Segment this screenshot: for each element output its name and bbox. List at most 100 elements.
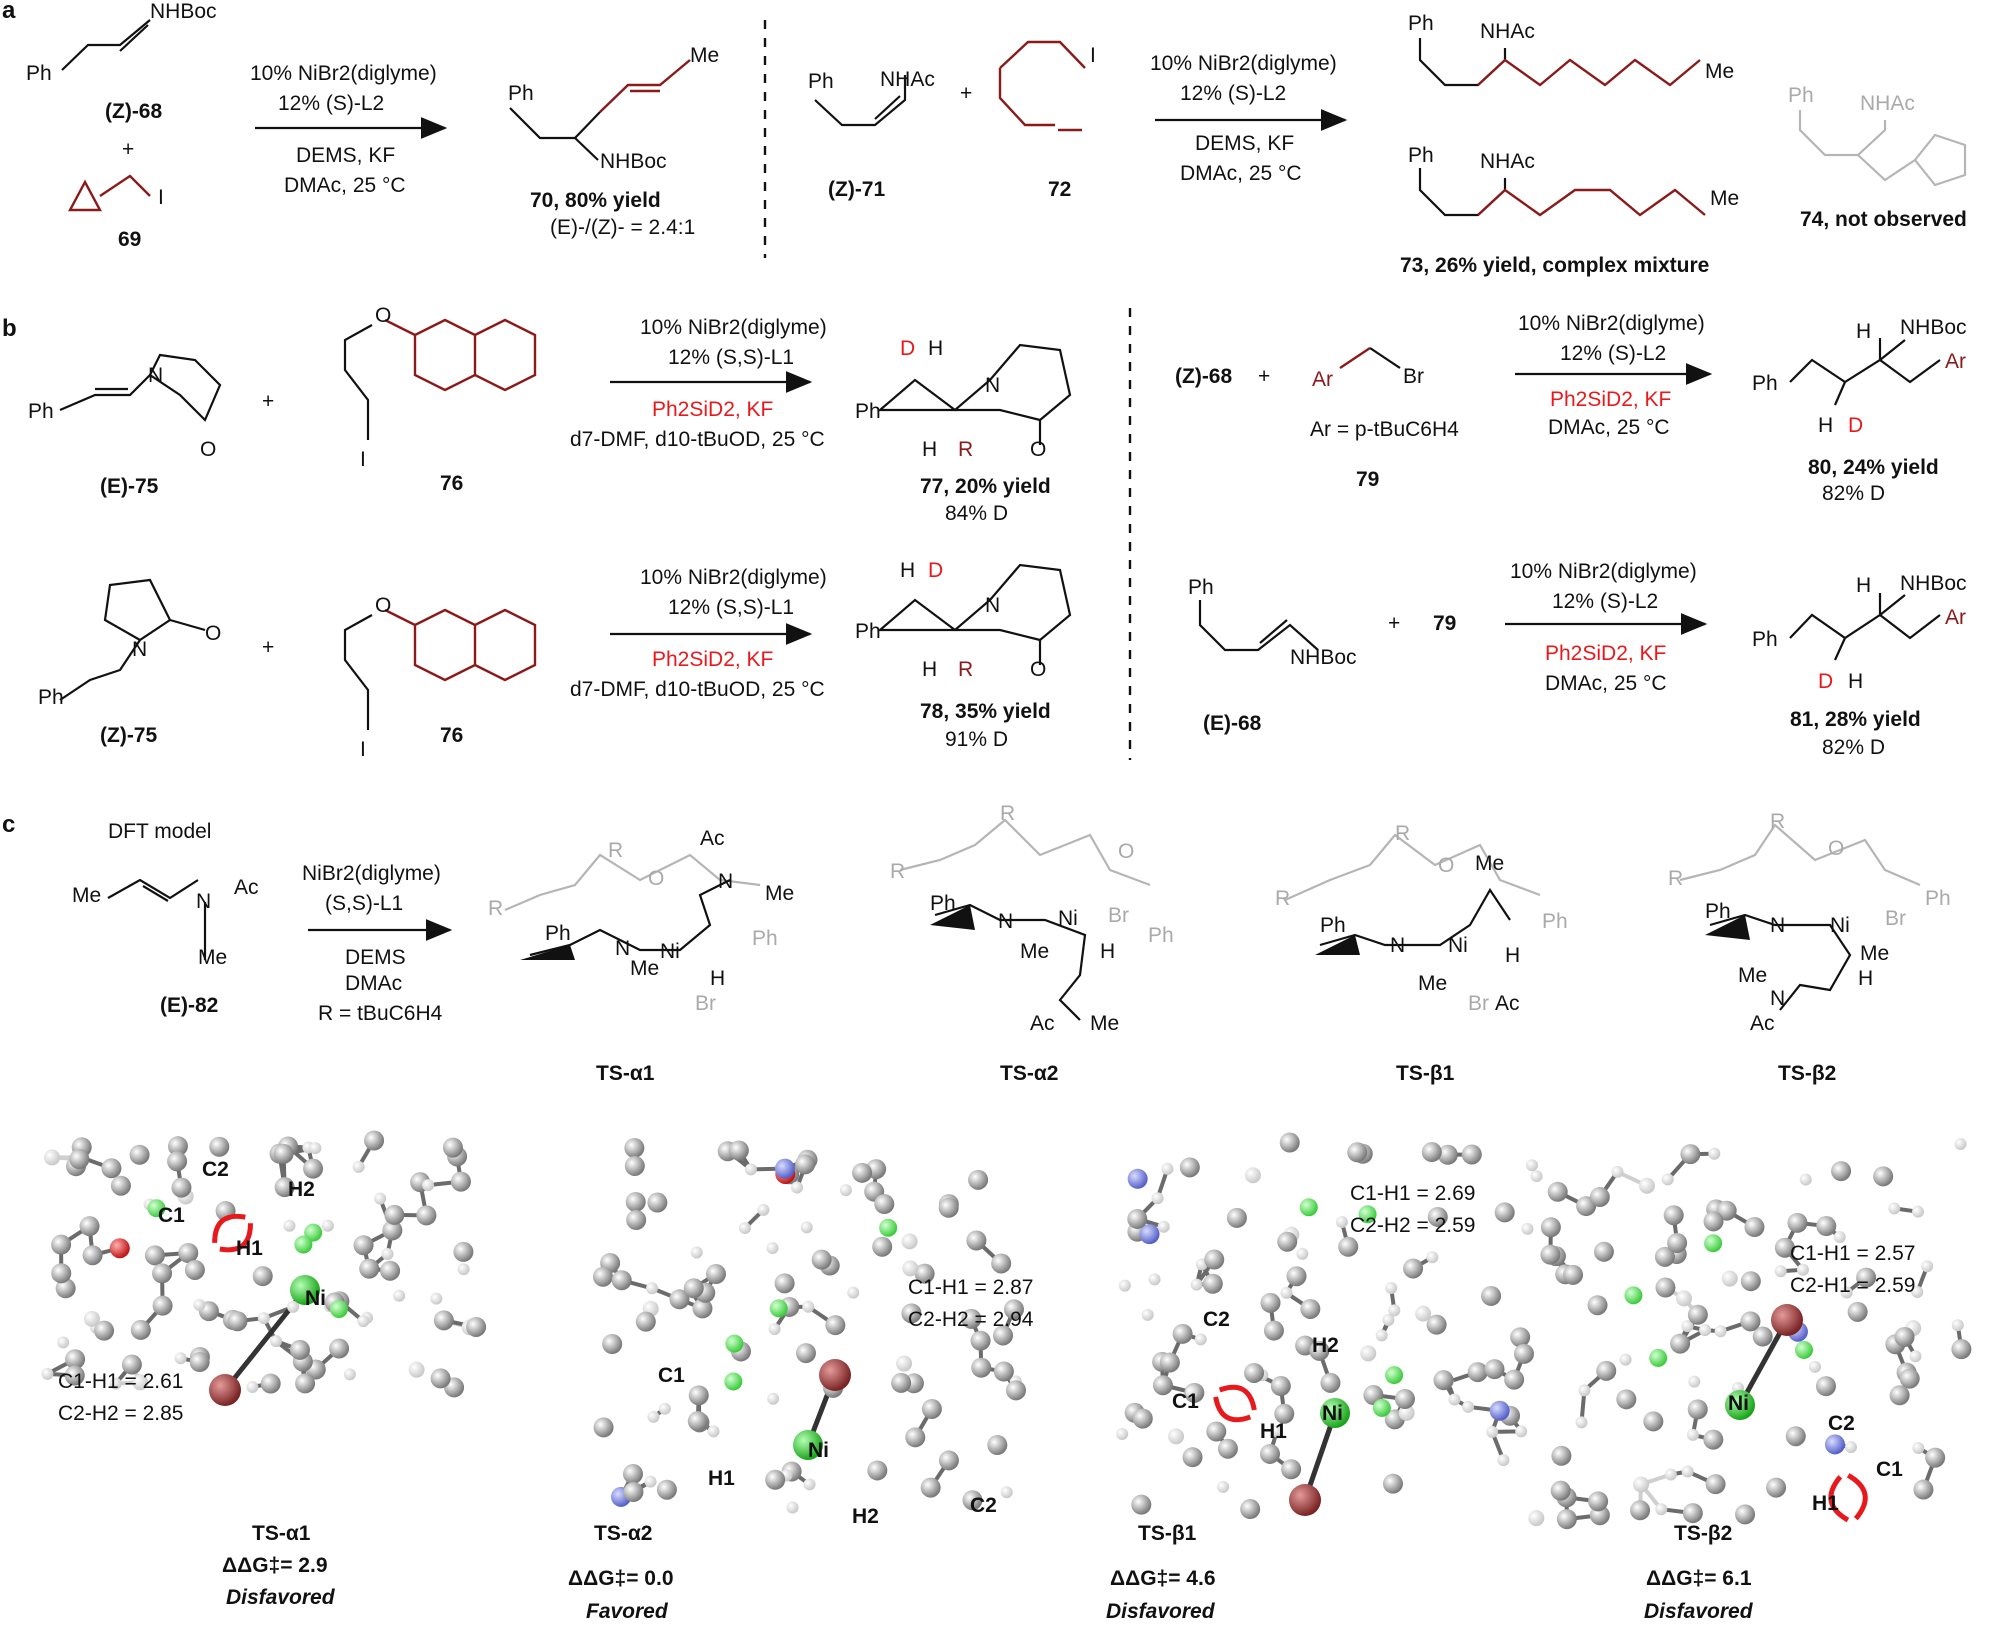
plus-b1: +: [262, 390, 274, 413]
c-cond-1: NiBr2(diglyme): [302, 862, 441, 885]
ts-b2-ph2: Ph: [1925, 887, 1951, 910]
model-b1-c2: C2: [1203, 1308, 1230, 1331]
model-atom: [1421, 1142, 1442, 1163]
model-atom: [422, 1179, 435, 1192]
p78-o: O: [1030, 658, 1046, 681]
model-atom: [852, 1162, 873, 1183]
model-atom: [1687, 1304, 1708, 1325]
model-atom: [744, 1163, 757, 1176]
model-atom: [430, 1368, 451, 1389]
b4-cond-1: 10% NiBr2(diglyme): [1510, 560, 1697, 583]
r72-name: 72: [1048, 178, 1071, 201]
model-a1-h1: H1: [236, 1237, 263, 1260]
model-atom: [269, 1335, 282, 1348]
model-atom: [1185, 1386, 1198, 1399]
model-atom: [1824, 1434, 1845, 1455]
plus-b2: +: [262, 636, 274, 659]
model-atom: [938, 1197, 959, 1218]
ts-a2-r1: R: [890, 860, 905, 883]
model-a2-verdict: Favored: [586, 1600, 669, 1623]
model-atom: [623, 1481, 644, 1502]
model-atom: [381, 1247, 394, 1260]
model-atom: [321, 1219, 334, 1232]
model-atom: [1426, 1251, 1439, 1264]
p73a-nhac: NHAc: [1480, 20, 1535, 43]
model-atom: [295, 1373, 316, 1394]
model-atom: [359, 1258, 380, 1279]
model-atom: [1281, 1459, 1302, 1480]
model-atom: [1394, 1388, 1415, 1409]
model-atom: [1752, 1326, 1773, 1347]
model-atom: [1521, 1222, 1534, 1235]
model-atom: [1682, 1503, 1703, 1524]
model-atom: [622, 1463, 643, 1484]
model-atom: [257, 1312, 270, 1325]
model-atom: [1638, 1177, 1655, 1194]
model-atom: [602, 1333, 623, 1354]
model-atom: [1151, 1192, 1164, 1205]
model-atom: [69, 1149, 90, 1170]
model-atom: [353, 1235, 374, 1256]
model-atom: [1654, 1246, 1675, 1267]
model-atom: [252, 1266, 273, 1287]
model-atom: [795, 1343, 816, 1364]
model-atom: [283, 1219, 296, 1232]
model-atom: [384, 1204, 405, 1225]
model-b2-label: TS-β2: [1674, 1522, 1732, 1545]
model-atom: [1190, 1278, 1203, 1291]
model-atom: [1168, 1428, 1185, 1445]
b1-cond-4: d7-DMF, d10-tBuOD, 25 °C: [570, 428, 825, 451]
model-atom: [1708, 1147, 1721, 1160]
model-atom: [705, 1264, 726, 1285]
model-atom: [921, 1398, 942, 1419]
ts-a1-me2: Me: [630, 957, 659, 980]
model-atom: [690, 1246, 703, 1259]
model-atom: [1504, 1369, 1525, 1390]
model-atom: [1139, 1224, 1160, 1245]
model-atom: [1217, 1480, 1230, 1493]
r79-name: 79: [1356, 468, 1379, 491]
model-atom: [57, 1336, 70, 1349]
model-atom: [1263, 1320, 1284, 1341]
model-atom: [1513, 1343, 1534, 1364]
model-atom: [1426, 1314, 1447, 1335]
ts-a1-n: N: [615, 937, 630, 960]
ts-label-b2: TS-β2: [1778, 1062, 1836, 1085]
model-ni-br-bond: [1737, 1318, 1790, 1407]
r71-name: (Z)-71: [828, 178, 885, 201]
model-a2-ni: Ni: [808, 1439, 829, 1462]
model-b1-verdict: Disfavored: [1106, 1600, 1216, 1623]
model-atom: [1664, 1468, 1677, 1481]
model-atom: [1556, 1509, 1577, 1530]
model-atom: [1338, 1236, 1359, 1257]
a2-cond-3: DEMS, KF: [1195, 132, 1294, 155]
model-br-atom: [209, 1374, 241, 1406]
model-atom: [1497, 1454, 1510, 1467]
model-atom: [1494, 1202, 1515, 1223]
model-atom: [738, 1222, 751, 1235]
model-atom: [1563, 1264, 1584, 1285]
model-marker-atom: [1372, 1398, 1391, 1417]
model-atom: [184, 1259, 205, 1280]
model-a2-d1: C1-H1 = 2.87: [908, 1276, 1034, 1299]
model-atom: [1847, 1301, 1868, 1322]
model-atom: [287, 1300, 300, 1313]
p80-d: D: [1848, 414, 1863, 437]
model-atom: [1951, 1339, 1972, 1360]
model-atom: [1448, 1393, 1461, 1406]
model-b1-c1: C1: [1172, 1390, 1199, 1413]
model-marker-atom: [329, 1300, 348, 1319]
c-model-title: DFT model: [108, 820, 211, 843]
r82-ac: Ac: [234, 876, 259, 899]
model-atom: [1279, 1132, 1300, 1153]
model-atom: [130, 1319, 151, 1340]
panel-a: Ph NHBoc (Z)-68 + I 69 10% NiBr2(diglyme…: [26, 0, 1967, 277]
model-atom: [167, 1136, 188, 1157]
model-atom: [1774, 1237, 1795, 1258]
p73-caption: 73, 26% yield, complex mixture: [1400, 254, 1709, 277]
p78-r: R: [958, 658, 973, 681]
r79-ar: Ar: [1312, 368, 1333, 391]
r75z-name: (Z)-75: [100, 724, 157, 747]
model-atom: [905, 1427, 926, 1448]
r82-me: Me: [72, 884, 101, 907]
